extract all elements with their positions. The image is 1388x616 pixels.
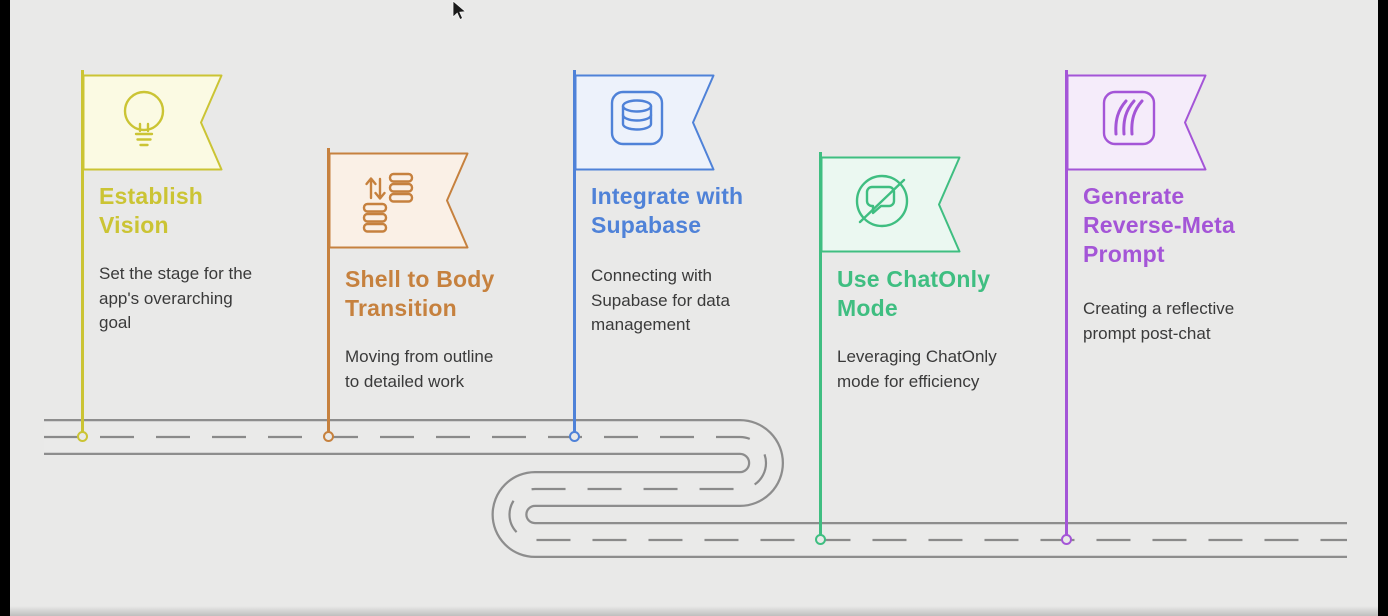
flag-banner — [82, 74, 223, 171]
database-icon — [610, 90, 664, 146]
chat-off-icon — [855, 174, 909, 228]
milestone-description: Leveraging ChatOnly mode for efficiency — [837, 347, 997, 391]
flag-pole — [573, 70, 576, 438]
mouse-cursor-icon — [452, 0, 467, 21]
flag-pole — [1065, 70, 1068, 540]
flag-banner — [820, 156, 961, 253]
road-node — [323, 431, 334, 442]
flag — [574, 74, 715, 176]
bottom-vignette — [0, 606, 1388, 616]
road-node — [815, 534, 826, 545]
video-frame-bar-right — [1378, 0, 1388, 616]
milestone-title: Use ChatOnly Mode — [837, 266, 991, 321]
video-frame-bar-left — [0, 0, 10, 616]
milestone-title: Shell to Body Transition — [345, 266, 495, 321]
lightbulb-icon — [123, 90, 165, 147]
flag-banner — [574, 74, 715, 171]
milestone-description: Moving from outline to detailed work — [345, 347, 494, 391]
flag — [820, 156, 961, 258]
flag-pole — [327, 148, 330, 437]
milestone-description: Creating a reflective prompt post-chat — [1083, 299, 1235, 343]
miro-icon — [1102, 90, 1156, 146]
flag — [328, 152, 469, 254]
flag-pole — [81, 70, 84, 438]
milestone-title: Establish Vision — [99, 183, 204, 238]
flag-banner — [1066, 74, 1207, 171]
flag-pole — [819, 152, 822, 540]
flag — [1066, 74, 1207, 176]
road-node — [1061, 534, 1072, 545]
road-surface — [44, 437, 1347, 540]
milestone-title: Generate Reverse-Meta Prompt — [1083, 183, 1235, 267]
road-node — [77, 431, 88, 442]
milestone-description: Connecting with Supabase for data manage… — [591, 266, 730, 335]
milestone-title: Integrate with Supabase — [591, 183, 744, 238]
milestone-description: Set the stage for the app's overarching … — [99, 264, 253, 333]
road-node — [569, 431, 580, 442]
flag — [82, 74, 223, 176]
data-transfer-icon — [362, 172, 414, 233]
